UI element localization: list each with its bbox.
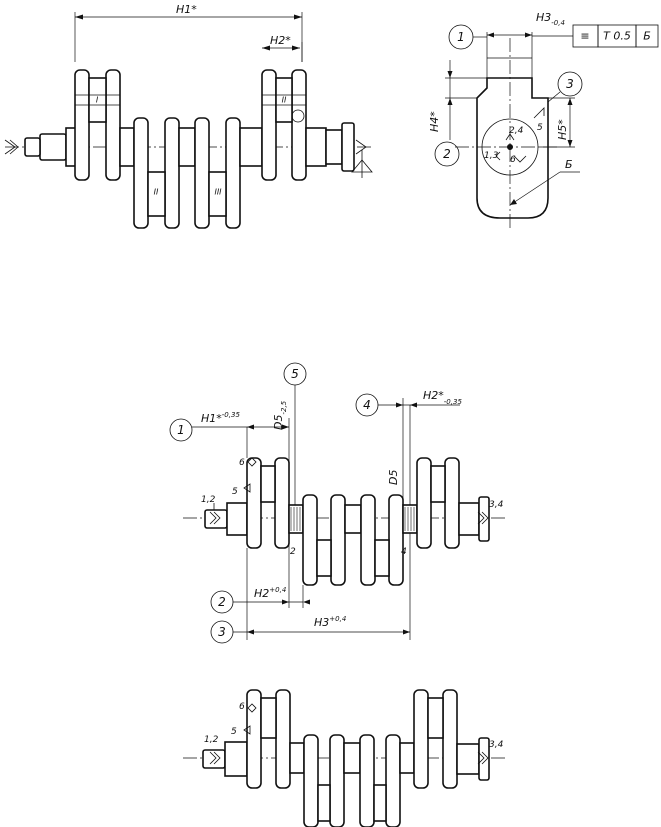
dim-h1-label: H1* <box>176 3 197 16</box>
journal-label-II-b: II <box>282 96 287 105</box>
support-3-4: 3,4 <box>489 740 504 750</box>
callout-5: 5 <box>291 367 299 381</box>
tolerance-value: T 0.5 <box>603 30 631 43</box>
dim-h3-label: H3+0,4 <box>314 615 346 629</box>
dim-h1-label: H1*-0,35 <box>201 411 240 425</box>
support-2-4: 2,4 <box>509 126 524 136</box>
callout-2: 2 <box>443 147 451 161</box>
support-1-2: 1,2 <box>204 735 219 745</box>
dim-d5-mid-label: D5 <box>387 470 400 485</box>
datum-label: Б <box>565 158 573 171</box>
dim-h2-label: H2* <box>270 34 291 47</box>
dim-h4-label: H4* <box>428 111 441 132</box>
symmetry-symbol: ≡ <box>580 30 589 43</box>
tolerance-datum: Б <box>643 30 651 43</box>
crankshaft-end-view: 2,4 1,3 6 5 H3-0,4 ≡ T 0.5 Б 1 H4* <box>428 11 659 230</box>
support-3-4: 3,4 <box>489 500 504 510</box>
journal-label-II: II <box>154 188 159 197</box>
crankshaft-view-4: 1,2 3,4 6 5 <box>183 689 505 827</box>
mark-2: 2 <box>290 547 296 557</box>
dim-d5-label: D5-2,5 <box>272 400 288 430</box>
callout-3: 3 <box>566 77 574 91</box>
support-5: 5 <box>231 727 237 737</box>
support-5: 5 <box>232 487 238 497</box>
dim-h3-label: H3-0,4 <box>536 11 565 27</box>
support-1-3: 1,3 <box>484 151 499 161</box>
callout-1: 1 <box>177 423 185 437</box>
support-6: 6 <box>510 155 516 165</box>
callout-2: 2 <box>218 595 226 609</box>
callout-4: 4 <box>363 398 371 412</box>
support-6: 6 <box>239 458 245 468</box>
tolerance-frame: ≡ T 0.5 Б <box>532 24 659 48</box>
callout-3: 3 <box>218 625 226 639</box>
support-6: 6 <box>239 702 245 712</box>
support-1-2: 1,2 <box>201 495 216 505</box>
support-5: 5 <box>537 123 543 133</box>
dim-h2-label: H2*-0,35 <box>423 389 462 406</box>
crankshaft-view-3: 1,2 3,4 6 5 2 4 1 H1*-0,35 5 D5-2,5 4 H2… <box>169 362 505 644</box>
journal-label-I: I <box>96 96 99 105</box>
dim-h2-lower-label: H2+0,4 <box>254 586 286 600</box>
crankshaft-view-1: I II III II <box>4 3 373 229</box>
journal-label-III: III <box>214 188 222 197</box>
dim-h5-label: H5* <box>556 119 569 140</box>
callout-1: 1 <box>457 30 465 44</box>
mark-4: 4 <box>401 547 407 557</box>
